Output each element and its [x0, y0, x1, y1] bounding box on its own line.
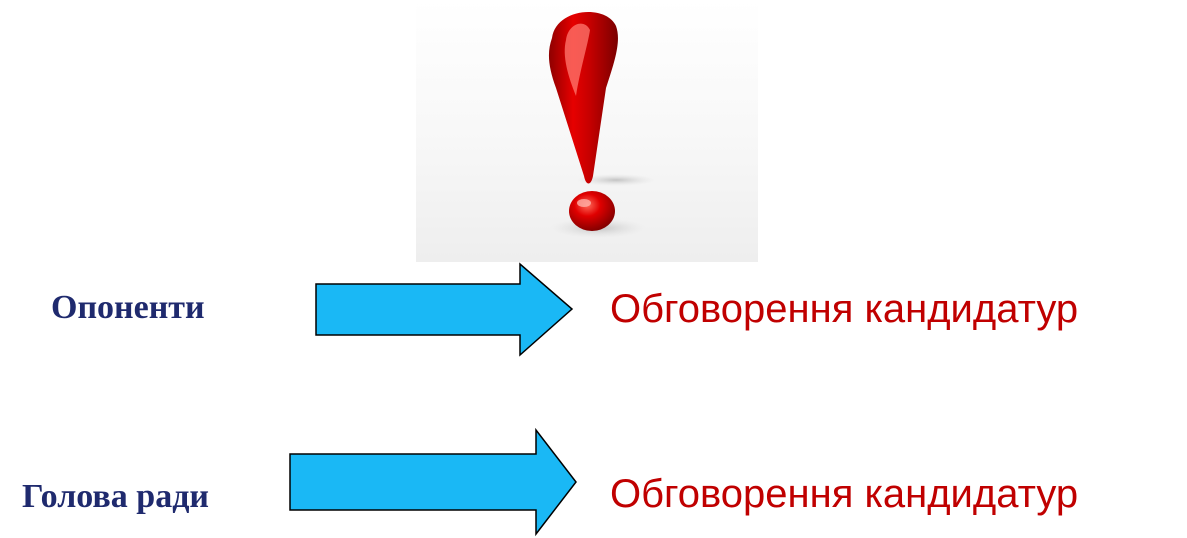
chairman-label: Голова ради [22, 478, 209, 515]
opponents-label: Опоненти [51, 289, 205, 326]
right-arrow-icon [289, 428, 577, 537]
discussion-label-2: Обговорення кандидатур [610, 472, 1079, 516]
exclamation-mark-icon [548, 12, 656, 238]
right-arrow-icon [315, 262, 574, 357]
exclamation-image [416, 0, 758, 262]
discussion-label-1: Обговорення кандидатур [610, 287, 1079, 331]
